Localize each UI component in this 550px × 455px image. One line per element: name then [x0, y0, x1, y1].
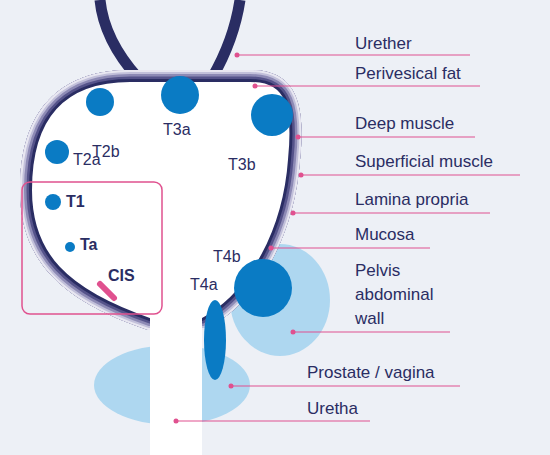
wall-layer: [20, 70, 302, 330]
stage-label: T4a: [190, 273, 218, 297]
leader-dot: [291, 330, 296, 335]
wall-layer: [20, 70, 302, 330]
stage-label: T4b: [213, 245, 241, 269]
tumor-circle: [161, 76, 199, 114]
leader-dot: [253, 84, 258, 89]
tumor-circle: [251, 94, 293, 136]
leader-lines: [176, 55, 520, 421]
stage-label: T1: [66, 190, 85, 214]
superficial-group-box: [22, 182, 162, 314]
tumor-circle: [45, 140, 69, 164]
part-label: Pelvis abdominal wall: [355, 259, 455, 331]
tumor-circle: [234, 259, 292, 317]
leader-line: [298, 136, 475, 137]
leader-line: [176, 420, 370, 421]
ureter-tube: [100, 0, 138, 78]
leader-line: [293, 331, 450, 332]
part-label: Uretha: [307, 397, 358, 421]
stage-label: Ta: [80, 233, 97, 257]
leader-line: [301, 174, 520, 175]
wall-layer: [20, 70, 302, 330]
leader-dot: [235, 53, 240, 58]
leader-line: [255, 85, 480, 86]
cis-mark: [100, 284, 114, 298]
leader-dot: [296, 135, 301, 140]
bladder-wall: [20, 70, 302, 330]
leader-line: [271, 247, 430, 248]
part-label: Perivesical fat: [355, 62, 461, 86]
wall-layer: [20, 70, 302, 330]
part-label: Superficial muscle: [355, 150, 493, 174]
wall-layer: [20, 70, 302, 330]
part-label: Mucosa: [355, 223, 415, 247]
tumor-circle: [45, 194, 61, 210]
leader-dot: [299, 173, 304, 178]
stage-label: T2a: [73, 148, 101, 172]
ureter-tube: [212, 0, 240, 78]
part-label: Lamina propria: [355, 188, 468, 212]
leader-dots: [174, 53, 304, 424]
urethra-tube: [150, 306, 202, 455]
leader-dot: [291, 211, 296, 216]
tumor-circle: [86, 88, 114, 116]
leader-dot: [174, 419, 179, 424]
stage-label: T3b: [228, 153, 256, 177]
leader-line: [237, 54, 470, 55]
leader-line: [231, 385, 460, 386]
tumor-ellipse: [204, 300, 226, 380]
tumor-circle: [65, 242, 75, 252]
leader-dot: [229, 384, 234, 389]
leader-line: [293, 212, 490, 213]
part-label: Prostate / vagina: [307, 361, 435, 385]
part-label: Deep muscle: [355, 112, 454, 136]
leader-dot: [269, 246, 274, 251]
stage-label: T3a: [163, 118, 191, 142]
stage-label: CIS: [108, 264, 135, 288]
part-label: Urether: [355, 32, 412, 56]
